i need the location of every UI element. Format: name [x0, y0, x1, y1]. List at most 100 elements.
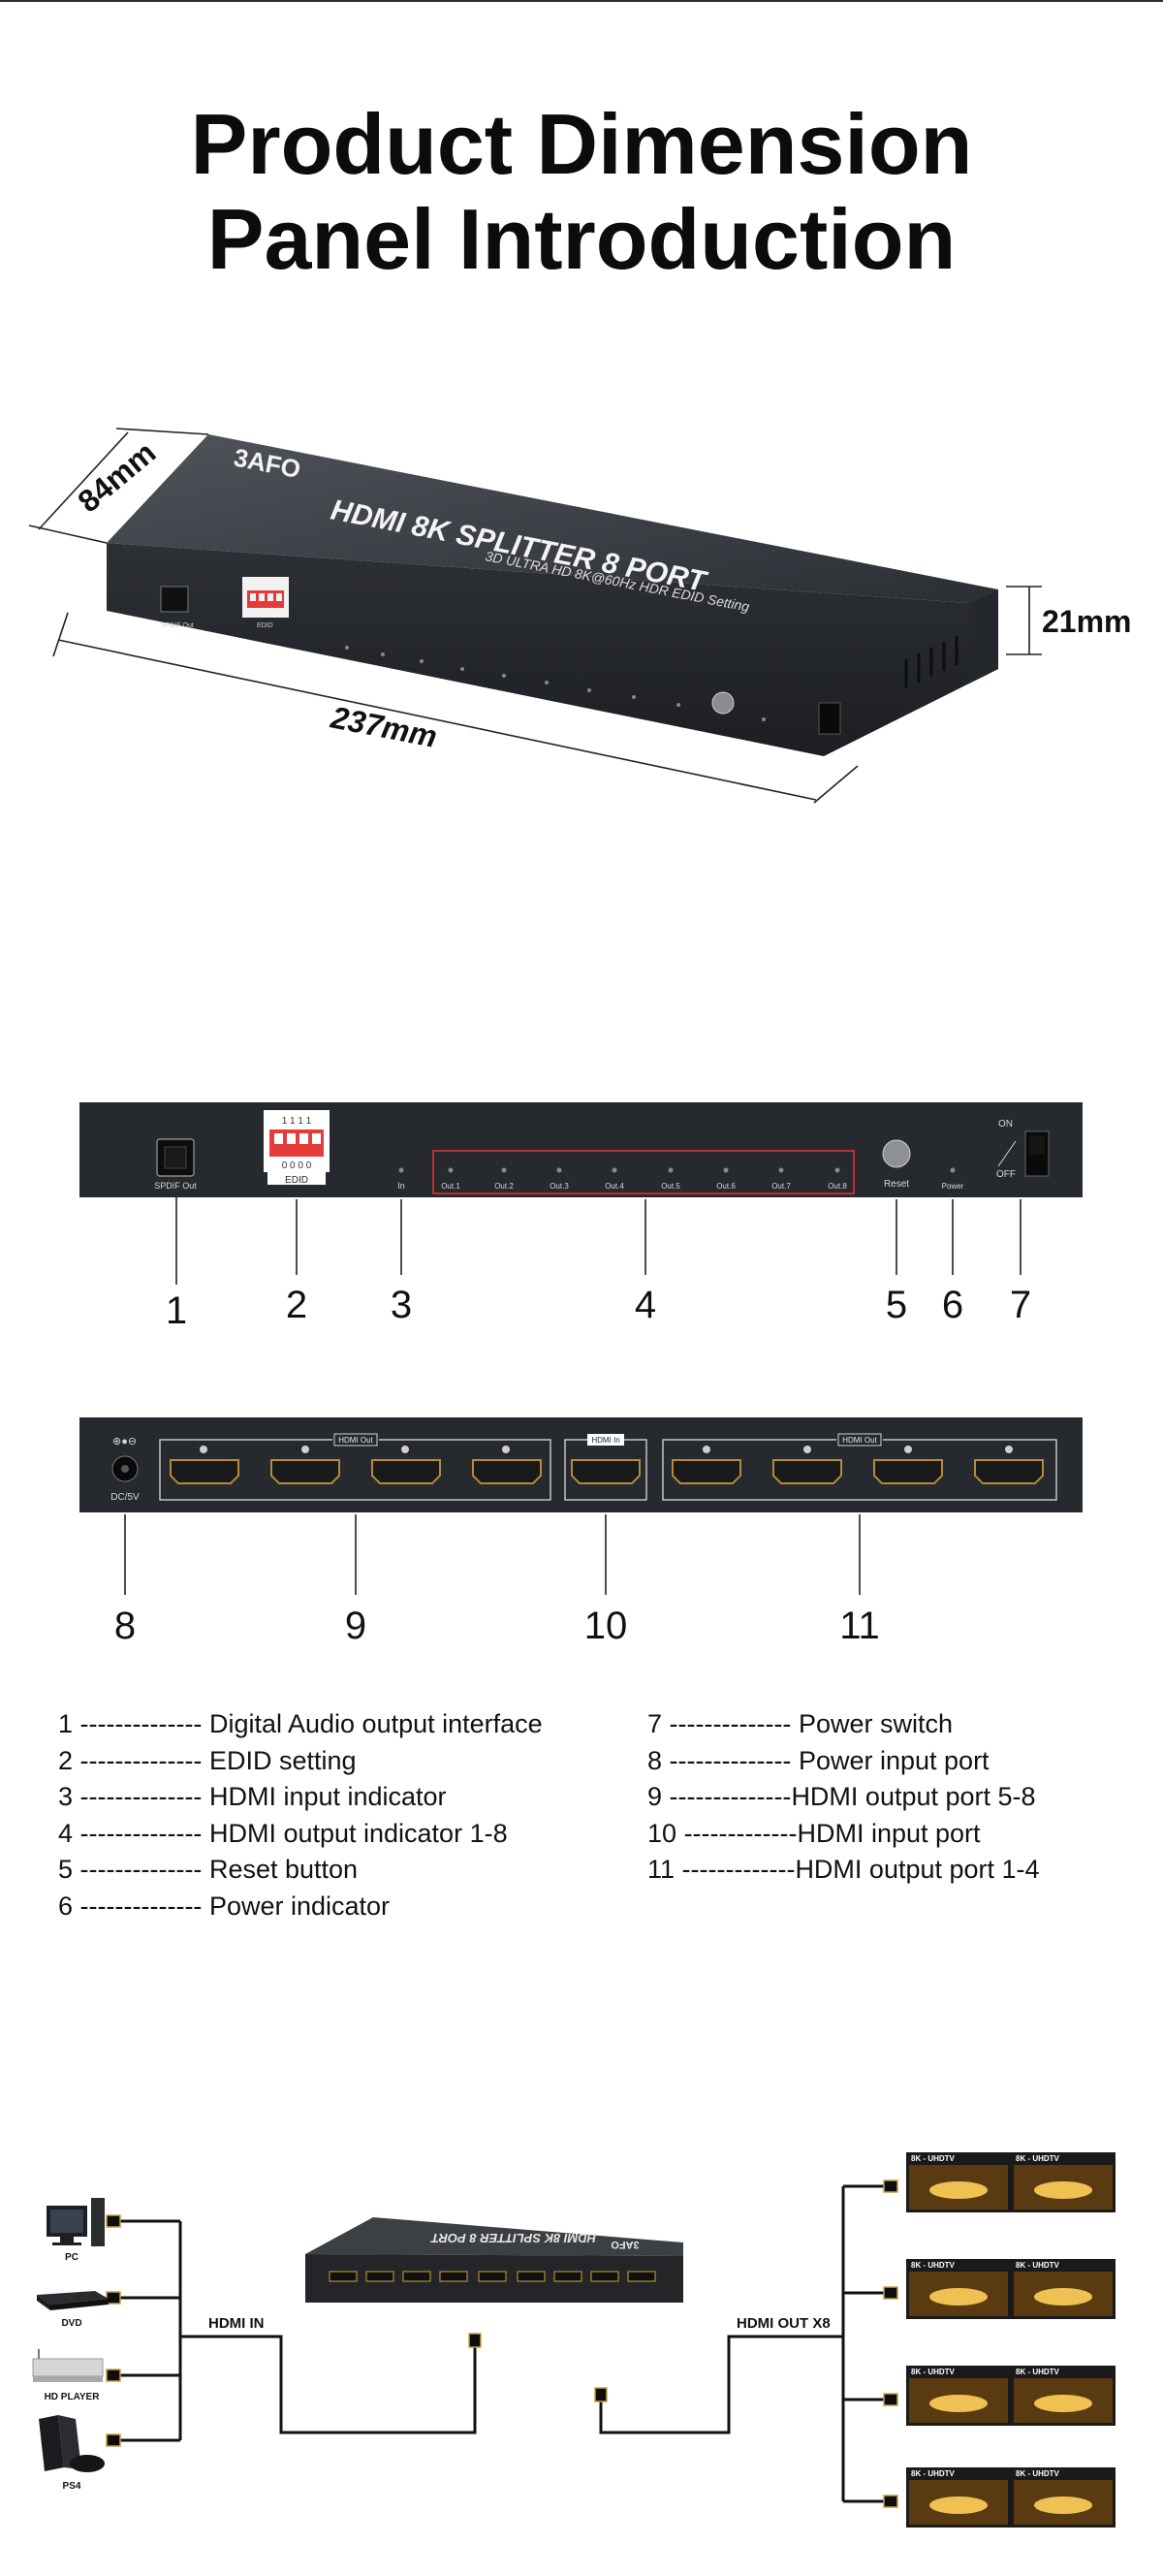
edid-label-perspective: EDID	[257, 622, 273, 629]
dc-label: DC/5V	[110, 1492, 140, 1503]
legend-item: 3 -------------- HDMI input indicator	[58, 1782, 447, 1811]
spdif-label: SPDIF Out	[154, 1181, 197, 1191]
tv-label: 8K - UHDTV	[1016, 2469, 1060, 2478]
reset-button	[882, 1139, 911, 1168]
tv-screen	[906, 2259, 1011, 2319]
device-perspective-figure: 3AFO HDMI 8K SPLITTER 8 PORT 3D ULTRA HD…	[28, 428, 1132, 804]
out-label-8: Out.8	[828, 1182, 847, 1191]
in-label: In	[397, 1181, 405, 1191]
rear-out-label-right: HDMI Out	[842, 1436, 877, 1445]
callout-7: 7	[1010, 1284, 1031, 1326]
dvd-icon	[37, 2291, 109, 2310]
source-label-pc: PC	[65, 2252, 79, 2263]
source-label-dvd: DVD	[61, 2318, 81, 2329]
callout-5: 5	[886, 1284, 907, 1326]
tv-label: 8K - UHDTV	[1016, 2154, 1060, 2163]
svg-text:1 1 1 1: 1 1 1 1	[282, 1116, 312, 1127]
power-label: Power	[942, 1182, 964, 1191]
tv-label: 8K - UHDTV	[1016, 2261, 1060, 2270]
page-title: Product Dimension Panel Introduction	[0, 97, 1163, 287]
edid-label: EDID	[285, 1175, 308, 1186]
reset-button-perspective	[711, 691, 735, 715]
legend-item: 4 -------------- HDMI output indicator 1…	[58, 1818, 508, 1848]
device-front-face	[107, 543, 998, 756]
legend-item: 8 -------------- Power input port	[647, 1745, 990, 1775]
out-label-5: Out.5	[661, 1182, 680, 1191]
reset-label: Reset	[884, 1179, 909, 1190]
power-indicator	[950, 1167, 956, 1173]
svg-text:0 0 0 0: 0 0 0 0	[282, 1161, 312, 1171]
switch-off-label: OFF	[996, 1169, 1016, 1180]
legend-item: 11 -------------HDMI output port 1-4	[647, 1855, 1040, 1884]
rear-callout-lines	[124, 1514, 861, 1595]
output-indicators	[448, 1167, 840, 1173]
pc-icon	[47, 2198, 105, 2246]
tv-label: 8K - UHDTV	[911, 2154, 956, 2163]
tv-screen	[906, 2467, 1011, 2528]
front-panel-figure: SPDIF Out 1 1 1 1 0 0 0 0 EDID In Out.1 …	[79, 1102, 1083, 1332]
out-label-7: Out.7	[771, 1182, 791, 1191]
title-line-1: Product Dimension	[190, 96, 973, 192]
legend-item: 5 -------------- Reset button	[58, 1855, 359, 1884]
hdmi-out-label: HDMI OUT X8	[737, 2315, 831, 2332]
out-label-4: Out.4	[605, 1182, 624, 1191]
splitter-brand: 3AFO	[611, 2239, 640, 2250]
out-label-6: Out.6	[716, 1182, 736, 1191]
tv-screen	[906, 2366, 1011, 2426]
top-border	[0, 0, 1163, 2]
dimension-width: 237mm	[328, 699, 440, 754]
front-callout-lines	[175, 1197, 1022, 1285]
legend-item: 1 -------------- Digital Audio output in…	[58, 1709, 543, 1738]
rear-panel-figure: ⊕●⊖ DC/5V HDMI Out HDMI In HDMI Out 8 9	[79, 1417, 1083, 1647]
led-row-perspective	[345, 646, 680, 707]
legend-left-column: 1 -------------- Digital Audio output in…	[58, 1706, 543, 1924]
rear-in-label: HDMI In	[591, 1436, 619, 1445]
callout-2: 2	[286, 1284, 307, 1326]
legend-right-column: 7 -------------- Power switch 8 --------…	[647, 1706, 1040, 1889]
ps4-icon	[39, 2415, 105, 2472]
callout-1: 1	[166, 1289, 187, 1332]
output-indicator-group	[432, 1150, 855, 1194]
front-panel	[79, 1102, 1083, 1197]
power-switch-perspective	[818, 702, 841, 735]
out-label-2: Out.2	[494, 1182, 514, 1191]
tv-screen	[1011, 2152, 1116, 2212]
source-label-hd-player: HD PLAYER	[45, 2392, 101, 2402]
hdmi-in-label: HDMI IN	[208, 2315, 265, 2332]
in-indicator	[398, 1167, 404, 1173]
legend-item: 2 -------------- EDID setting	[58, 1745, 357, 1775]
spdif-label-perspective: SPDIF Out	[161, 622, 194, 629]
dimension-height: 21mm	[1042, 604, 1132, 639]
dimension-lines	[28, 428, 1042, 804]
legend-item: 10 -------------HDMI input port	[647, 1818, 981, 1848]
legend-item: 6 -------------- Power indicator	[58, 1891, 391, 1921]
callout-11: 11	[839, 1605, 880, 1647]
callout-4: 4	[635, 1284, 656, 1326]
tv-label: 8K - UHDTV	[911, 2261, 956, 2270]
tv-label: 8K - UHDTV	[911, 2469, 956, 2478]
hdmi-ports	[170, 1459, 1044, 1484]
vent-slots	[904, 636, 959, 688]
legend-item: 9 --------------HDMI output port 5-8	[647, 1782, 1036, 1811]
hdmi-plug-icons	[106, 2179, 898, 2508]
splitter-title: HDMI 8K SPLITTER 8 PORT	[430, 2231, 596, 2245]
tv-label: 8K - UHDTV	[1016, 2368, 1060, 2376]
tv-screen	[1011, 2366, 1116, 2426]
source-label-ps4: PS4	[63, 2481, 81, 2492]
callout-6: 6	[942, 1284, 963, 1326]
tv-grid	[906, 2152, 1116, 2528]
device-side-face	[969, 589, 998, 684]
callout-8: 8	[114, 1605, 136, 1647]
callout-10: 10	[584, 1605, 628, 1647]
callout-9: 9	[345, 1605, 366, 1647]
title-line-2: Panel Introduction	[206, 191, 957, 287]
svg-text:⊕●⊖: ⊕●⊖	[112, 1436, 137, 1447]
splitter-ports	[329, 2271, 656, 2282]
rear-out-label-left: HDMI Out	[338, 1436, 373, 1445]
spdif-port-perspective	[160, 586, 189, 613]
tv-screen	[1011, 2467, 1116, 2528]
tv-screen	[1011, 2259, 1116, 2319]
tv-label: 8K - UHDTV	[911, 2368, 956, 2376]
out-label-3: Out.3	[550, 1182, 569, 1191]
callout-3: 3	[391, 1284, 412, 1326]
